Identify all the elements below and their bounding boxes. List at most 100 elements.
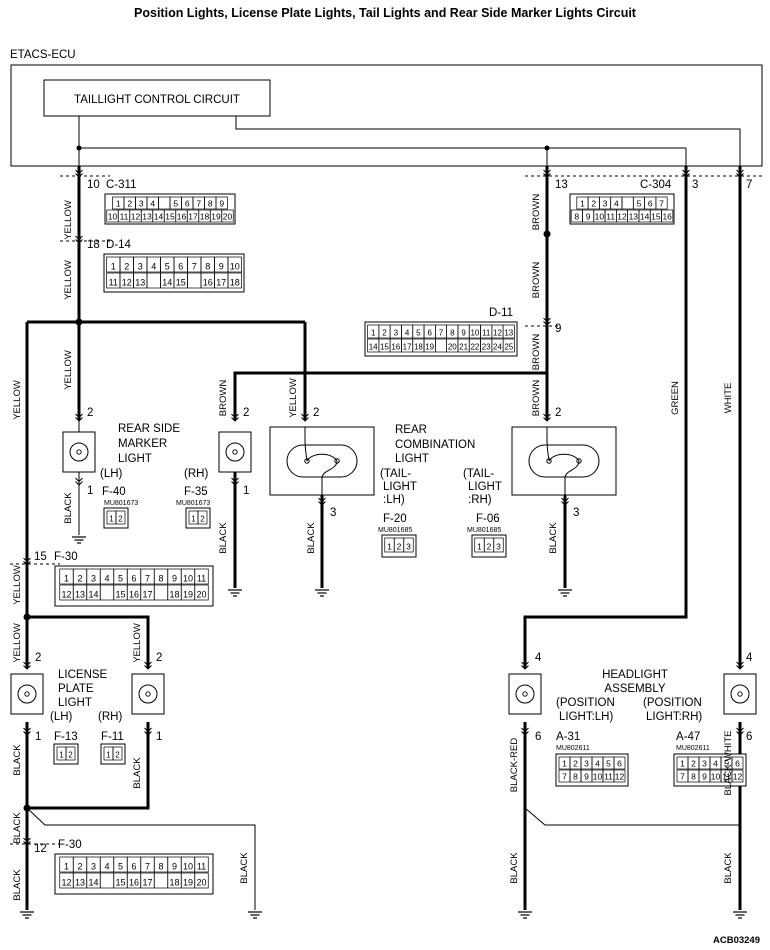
pin-number: 1 — [680, 759, 685, 769]
pin-number: 3 — [138, 262, 143, 272]
ecu-label: ETACS-ECU — [10, 49, 76, 61]
pin-cell — [613, 756, 626, 770]
pin-number: 12 — [617, 212, 627, 222]
f40-part-number: MU801673 — [104, 500, 138, 507]
pin-number: 18 — [414, 343, 423, 352]
ground-icon — [732, 911, 748, 919]
pin-cell — [194, 584, 209, 601]
rear-combination-label: REAR — [395, 424, 427, 436]
c311-connector-label: C-311 — [106, 179, 136, 191]
pin-number: 25 — [504, 343, 513, 352]
pin-cell — [197, 510, 208, 525]
pin-number: 2 — [573, 759, 578, 769]
wire-label-black: BLACK — [63, 492, 74, 524]
pin-label: 1 — [87, 485, 93, 497]
pin-number: 11 — [109, 278, 118, 288]
c304-green-pin-label: 3 — [692, 179, 698, 191]
pin-number: 10 — [230, 262, 240, 272]
wire-label-black: BLACK — [548, 522, 559, 554]
pin-number: 3 — [584, 759, 589, 769]
pin-number: 1 — [109, 515, 114, 524]
pin-label: 2 — [35, 652, 41, 664]
pin-number: 1 — [59, 751, 64, 760]
pin-number: 12 — [615, 772, 625, 782]
pin-cell — [221, 209, 234, 223]
pin-cell — [731, 769, 744, 783]
pin-number: 16 — [662, 212, 672, 222]
pin-number: 15 — [651, 212, 661, 222]
headlight-lh-label: (POSITION — [556, 697, 615, 709]
pin-label: 2 — [243, 407, 249, 419]
pin-number: 14 — [88, 590, 98, 600]
pin-number: 12 — [61, 878, 71, 888]
rear-side-marker-lh: (LH) — [100, 468, 123, 480]
pin-number: 16 — [177, 212, 187, 222]
pin-label: 2 — [87, 407, 93, 419]
wire-label-brown: BROWN — [531, 194, 542, 231]
bulb-icon — [723, 673, 757, 715]
license-plate-label: LICENSE — [58, 669, 108, 681]
pin-label: 3 — [330, 507, 336, 519]
pin-number: 18 — [169, 878, 179, 888]
pin-number: 11 — [604, 772, 613, 782]
figure-id: ACB03249 — [713, 935, 760, 946]
pin-label: 2 — [555, 407, 561, 419]
pin-cell — [227, 256, 242, 273]
rear-combination-lh-lamp — [269, 426, 375, 496]
wire-label-black: BLACK — [12, 744, 23, 776]
rear-combination-rh-label: LIGHT — [468, 481, 502, 493]
wire-label-yellow: YELLOW — [288, 378, 299, 418]
wire-label-black: BLACK — [12, 869, 23, 901]
rear-combination-lh-label: LIGHT — [383, 481, 417, 493]
pin-number: 8 — [208, 199, 213, 209]
rear-combination-lh-label: (TAIL- — [380, 468, 411, 480]
pin-cell — [112, 746, 123, 761]
license-plate-rh-lamp — [131, 673, 165, 715]
pin-number: 11 — [197, 574, 206, 584]
pin-cell — [502, 324, 515, 339]
wire-label-yellow: YELLOW — [132, 623, 143, 663]
pin-number: 13 — [75, 590, 85, 600]
ground-icon — [247, 911, 263, 919]
pin-number: 9 — [172, 862, 177, 872]
rear-combination-rh-lamp — [511, 426, 617, 496]
ground-icon — [19, 911, 35, 919]
rear-combination-rh-label: (TAIL- — [463, 468, 494, 480]
rear-side-marker-label: REAR SIDE — [118, 423, 180, 435]
pin-number: 12 — [122, 278, 132, 288]
pin-number: 17 — [216, 278, 226, 288]
wire-label-green: GREEN — [670, 381, 681, 415]
pin-number: 9 — [219, 199, 224, 209]
headlight-label: ASSEMBLY — [604, 683, 665, 695]
bulb-icon — [10, 673, 44, 715]
wire-label-brown: BROWN — [531, 380, 542, 417]
pin-number: 7 — [192, 262, 197, 272]
pin-number: 1 — [371, 329, 376, 338]
c311-pin-label: 10 — [87, 179, 100, 191]
pin-cell — [655, 196, 668, 210]
pin-number: 18 — [200, 212, 210, 222]
pin-number: 12 — [61, 590, 71, 600]
pin-number: 7 — [680, 772, 685, 782]
ground-icon — [557, 589, 573, 597]
wire-label-black-red: BLACK-RED — [509, 738, 520, 793]
pin-label: 4 — [746, 652, 753, 664]
pin-number: 9 — [219, 262, 224, 272]
pin-number: 17 — [142, 590, 152, 600]
pin-number: 2 — [200, 515, 205, 524]
a31-part-number: MU802611 — [556, 745, 590, 752]
headlight-rh-label: LIGHT:RH) — [646, 711, 702, 723]
wire-label-brown: BROWN — [531, 334, 542, 371]
pin-number: 2 — [691, 759, 696, 769]
pin-cell — [493, 537, 504, 553]
pin-number: 3 — [406, 542, 411, 552]
pin-number: 8 — [205, 262, 210, 272]
pin-number: 11 — [197, 862, 206, 872]
rear-side-marker-rh: (RH) — [184, 468, 208, 480]
